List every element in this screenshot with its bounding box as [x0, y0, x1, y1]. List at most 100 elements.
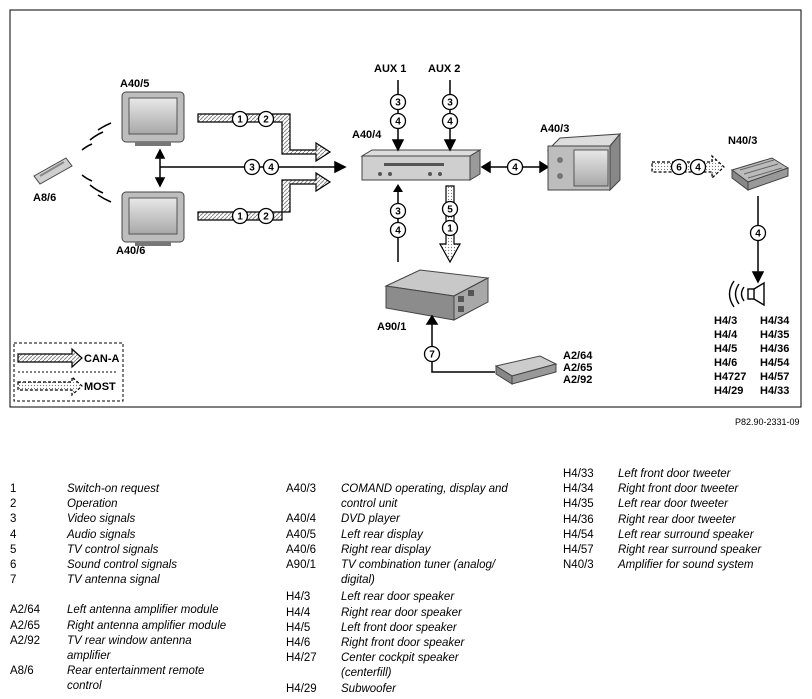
label-a2-92: A2/92: [563, 374, 592, 386]
legend-desc: Right front door speaker: [341, 637, 465, 650]
legend-code: 2: [10, 498, 17, 511]
comand-amp-link: [651, 154, 725, 180]
legend-desc: Left rear door speaker: [341, 591, 455, 604]
svg-text:1: 1: [237, 115, 243, 126]
legend-row: 1 Switch-on request: [10, 482, 226, 497]
svg-text:2: 2: [263, 115, 269, 126]
legend-code: H4/36: [563, 513, 594, 526]
legend-desc: Right rear door speaker: [341, 606, 462, 619]
svg-text:3: 3: [395, 207, 401, 218]
label-aux1: AUX 1: [374, 63, 406, 75]
remote-control: [33, 157, 73, 185]
legend-row: H4/36 Right rear door tweeter: [563, 513, 761, 528]
legend-code: 6: [10, 559, 17, 572]
label-a90-1: A90/1: [377, 321, 406, 333]
legend-desc: Left rear display: [341, 528, 423, 541]
signal-marker: 1: [231, 207, 249, 225]
key-can-a: CAN-A: [84, 353, 119, 365]
signal-marker: 4: [749, 224, 767, 242]
legend-code: H4/35: [563, 498, 594, 511]
label-a40-5: A40/5: [120, 78, 149, 90]
svg-text:5: 5: [447, 205, 453, 216]
legend-desc: TV antenna signal: [67, 574, 160, 587]
svg-text:4: 4: [755, 229, 761, 240]
legend-code: A2/65: [10, 619, 41, 632]
legend-code: A40/6: [286, 543, 317, 556]
speaker-code: H4/34: [760, 315, 790, 327]
signal-marker: 7: [423, 345, 441, 363]
legend-row: control: [10, 679, 226, 694]
speaker-code: H4/5: [714, 343, 737, 355]
legend-code: 3: [10, 513, 17, 526]
legend-desc: Audio signals: [67, 528, 136, 541]
speaker-code: H4/57: [760, 371, 789, 383]
legend-code: H4/57: [563, 544, 594, 557]
signal-marker: 2: [257, 207, 275, 225]
speaker-code: H4/35: [760, 329, 789, 341]
legend-desc: Right rear door tweeter: [618, 513, 736, 526]
legend-code: A2/92: [10, 634, 41, 647]
most-link-lower: [197, 171, 332, 221]
signal-marker: 4: [389, 221, 407, 239]
svg-text:3: 3: [447, 98, 453, 109]
legend-desc: Right front door tweeter: [618, 483, 739, 496]
legend-code: H4/5: [286, 621, 311, 634]
legend-desc: Rear entertainment remote: [67, 665, 205, 678]
key-most: MOST: [84, 381, 116, 393]
legend-desc: Right rear display: [341, 543, 431, 556]
signal-marker: 6: [670, 158, 688, 176]
legend-desc: control: [67, 680, 102, 693]
legend-desc: Left rear door tweeter: [618, 498, 728, 511]
svg-text:1: 1: [237, 212, 243, 223]
legend-code: H4/6: [286, 637, 311, 650]
dvd-player: [360, 149, 482, 181]
left-rear-display: [121, 91, 185, 146]
signal-marker: 2: [257, 110, 275, 128]
legend-desc: Operation: [67, 498, 118, 511]
svg-text:4: 4: [447, 117, 453, 128]
legend-row: 7 TV antenna signal: [10, 573, 226, 588]
legend-code: A40/3: [286, 483, 317, 495]
svg-text:4: 4: [512, 163, 518, 174]
signal-marker: 4: [262, 158, 280, 176]
legend-desc: Subwoofer: [341, 682, 396, 695]
legend-code: 7: [10, 574, 17, 587]
legend-code: H4/34: [563, 483, 594, 496]
legend-desc: Switch-on request: [67, 483, 160, 495]
speaker-list-left: H4/3 H4/4 H4/5 H4/6 H4727 H4/29: [714, 315, 746, 397]
legend-desc: digital): [341, 574, 375, 587]
speaker-code: H4/6: [714, 357, 737, 369]
legend-row: H4/35 Left rear door tweeter: [563, 497, 761, 512]
legend-row: digital): [286, 573, 508, 588]
legend-code: A40/4: [286, 513, 317, 526]
antenna-link: [425, 314, 495, 373]
legend-desc: Left front door tweeter: [618, 468, 731, 480]
legend-code: A8/6: [10, 665, 34, 678]
speaker-code: H4/54: [760, 357, 790, 369]
legend-desc: Amplifier for sound system: [618, 559, 754, 572]
label-a40-6: A40/6: [116, 245, 145, 257]
svg-text:3: 3: [249, 163, 255, 174]
label-a2-65: A2/65: [563, 362, 592, 374]
svg-text:4: 4: [268, 163, 274, 174]
right-rear-display: [121, 191, 185, 246]
legend-code: 4: [10, 528, 17, 541]
legend-code: 1: [10, 483, 17, 495]
legend-desc: Left antenna amplifier module: [67, 604, 219, 617]
sound-amplifier: [730, 157, 790, 191]
legend-row: (centerfill): [286, 666, 508, 681]
svg-text:4: 4: [695, 163, 701, 174]
legend-code: A90/1: [286, 559, 317, 572]
signal-marker: 3: [243, 158, 261, 176]
legend-desc: Sound control signals: [67, 559, 177, 572]
legend-desc: Right rear surround speaker: [618, 544, 762, 557]
